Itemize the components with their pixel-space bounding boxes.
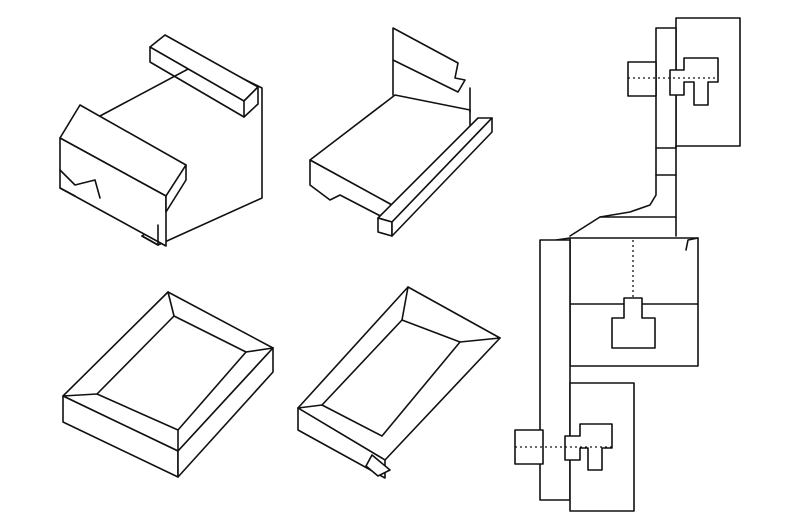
- tray-side-wall: [177, 347, 274, 478]
- upper-fastener: [669, 57, 719, 106]
- front-wall: [59, 137, 167, 247]
- lower-pin-left: [514, 429, 544, 465]
- tray-fold-2: [167, 291, 175, 317]
- formed-channel-hemmed: [309, 27, 493, 237]
- front-flange-lip: [165, 164, 187, 213]
- formed-tray-square: [62, 291, 274, 478]
- hem-side: [391, 117, 493, 237]
- formed-channel-flanged: [59, 34, 263, 247]
- front-wall-notch: [59, 169, 101, 199]
- middle-fastener: [611, 297, 656, 349]
- left-rail: [539, 239, 571, 501]
- hemmed-back-wall: [392, 27, 466, 93]
- taper-fold-1: [297, 404, 323, 409]
- lower-fastener: [564, 423, 613, 471]
- taper-fold-3: [459, 337, 501, 343]
- front-wall-bottom: [59, 187, 76, 197]
- formed-tray-tapered: [297, 286, 501, 479]
- hem-front: [377, 217, 393, 237]
- middle-corner-right: [685, 237, 699, 251]
- tapered-front-wall: [297, 407, 386, 479]
- flat-pattern-views: [514, 17, 741, 512]
- taper-fold-2: [401, 286, 409, 321]
- back-flange-side: [243, 86, 259, 118]
- upper-pin-left: [627, 61, 657, 97]
- back-flange-edge: [149, 46, 245, 118]
- tray-fold-1: [62, 393, 98, 397]
- stem-left-edge: [569, 147, 657, 237]
- tapered-corner-tab: [365, 454, 391, 477]
- tray-fold-3: [245, 347, 274, 353]
- corner-tab: [141, 224, 159, 246]
